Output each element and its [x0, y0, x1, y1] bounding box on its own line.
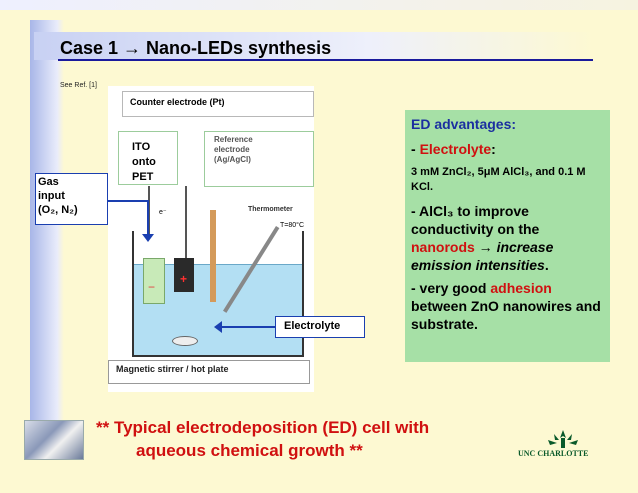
electrodeposition-cell-diagram: Counter electrode (Pt) ITO onto PET Refe…: [108, 86, 314, 392]
adhesion-highlight: adhesion: [490, 280, 552, 296]
top-stripe: [0, 0, 638, 10]
ito-electrode: [143, 258, 165, 304]
ito-wire: [148, 186, 150, 234]
period: .: [544, 257, 549, 273]
adhesion-prefix: - very good: [411, 280, 491, 296]
nanorods-highlight: nanorods: [411, 239, 475, 255]
beaker: [132, 231, 304, 357]
plus-sign: +: [180, 272, 188, 286]
alcl3-text: - AlCl₃ to improve conductivity on the: [411, 203, 540, 237]
gas-connector-horizontal: [108, 200, 148, 202]
colon: :: [491, 141, 496, 157]
arrow-text: →: [474, 239, 497, 255]
title-bar-background: [34, 32, 594, 60]
counter-electrode: [174, 258, 194, 292]
temperature-label: T=80°C: [280, 222, 305, 229]
stir-bar: [172, 336, 198, 346]
ito-label: ITO onto PET: [132, 141, 156, 183]
gas-input-box: [35, 173, 108, 225]
hotplate-box: [108, 360, 310, 384]
advantages-title: ED advantages:: [411, 116, 517, 132]
advantage-electrolyte: - Electrolyte:: [411, 141, 604, 157]
bullet-dash: -: [411, 141, 420, 157]
gas-input-line1: Gas: [38, 176, 59, 188]
reference-electrode-label: Reference electrode (Ag/AgCl): [214, 135, 253, 164]
electrolyte-arrow-icon: [214, 321, 222, 333]
counter-electrode-label: Counter electrode (Pt): [130, 97, 225, 107]
reference-note: See Ref. [1]: [60, 82, 97, 89]
unc-charlotte-logo-icon: [548, 430, 578, 448]
electrolyte-box: [275, 316, 365, 338]
solution-surface: [134, 264, 302, 265]
advantages-panel: ED advantages: - Electrolyte: 3 mM ZnCl₂…: [405, 110, 610, 362]
reference-electrode-rod: [210, 210, 216, 302]
gas-connector-vertical: [147, 200, 149, 238]
reference-electrode-box: [204, 131, 314, 187]
ito-box: [118, 131, 178, 185]
minus-sign: −: [148, 280, 156, 294]
caption-line2: aqueous chemical growth **: [136, 441, 363, 460]
adhesion-suffix: between ZnO nanowires and substrate.: [411, 298, 601, 332]
gas-input-line3: (O₂, N₂): [38, 204, 78, 216]
thermometer-label: Thermometer: [248, 206, 293, 213]
gas-input-line2: input: [38, 190, 65, 202]
title-underline: [58, 59, 593, 61]
logo-text: UNC CHARLOTTE: [518, 449, 589, 458]
gas-input-label: Gas input (O₂, N₂): [38, 175, 78, 217]
electrolyte-label: Electrolyte: [284, 320, 341, 332]
advantage-alcl3: - AlCl₃ to improve conductivity on the n…: [411, 202, 604, 274]
electrolyte-connector: [220, 326, 276, 328]
electron-label: e⁻: [159, 209, 167, 216]
counter-electrode-box: [122, 91, 314, 117]
counter-wire: [185, 186, 187, 258]
sample-photo-thumbnail: [24, 420, 84, 460]
gas-arrow-icon: [142, 234, 154, 242]
decorative-sidebar: [30, 20, 64, 430]
electrolyte-composition: 3 mM ZnCl₂, 5μM AlCl₃, and 0.1 M KCl.: [411, 166, 586, 193]
slide-title: Case 1 → Nano-LEDs synthesis: [60, 38, 332, 58]
caption-line1: ** Typical electrodeposition (ED) cell w…: [96, 418, 430, 437]
electrolyte-highlight: Electrolyte: [419, 141, 492, 157]
emission-text: increase emission intensities: [411, 239, 554, 273]
advantage-adhesion: - very good adhesion between ZnO nanowir…: [411, 279, 604, 333]
hotplate-label: Magnetic stirrer / hot plate: [116, 364, 229, 374]
